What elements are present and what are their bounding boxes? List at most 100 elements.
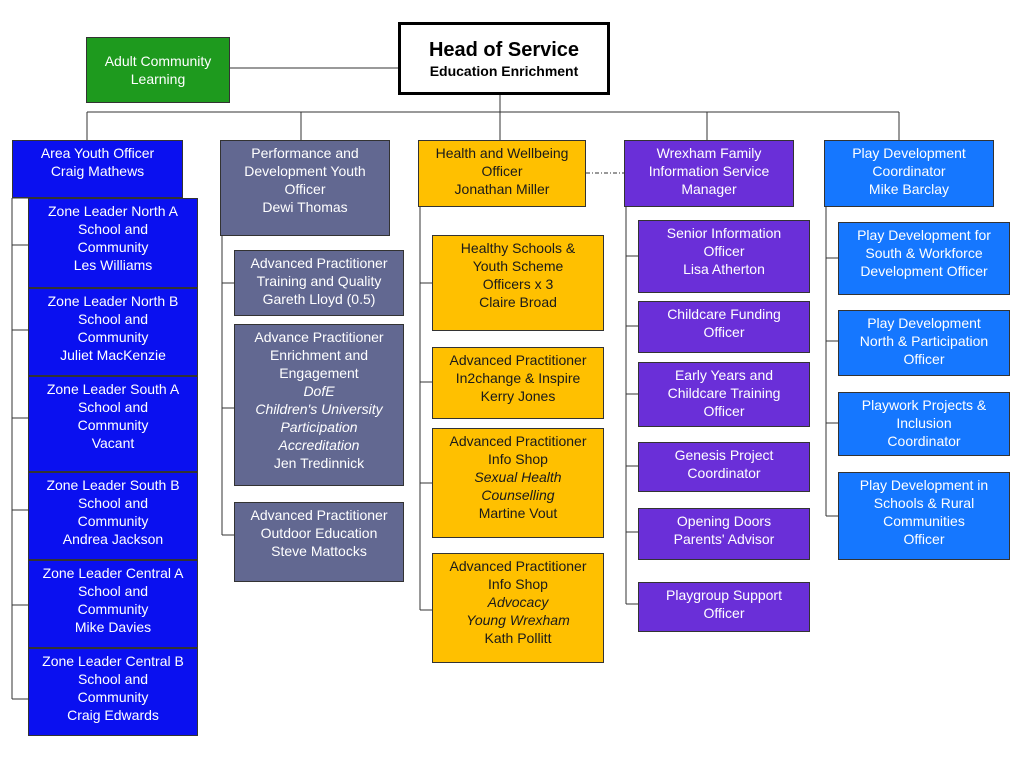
box-line: In2change & Inspire	[455, 370, 581, 386]
box-line: Vacant	[91, 435, 135, 451]
box-line: Jen Tredinnick	[273, 455, 365, 471]
box-line: Advanced Practitioner	[250, 507, 388, 523]
box-line: Enrichment and	[269, 347, 369, 363]
adult-community-learning-box: Adult Community Learning	[86, 37, 230, 103]
health-wellbeing-officer-box: Health and Wellbeing Officer Jonathan Mi…	[418, 140, 586, 207]
box-line: Play Development	[867, 315, 981, 331]
head-title: Head of Service	[428, 38, 580, 61]
box-line: Mike Barclay	[868, 181, 950, 197]
outdoor-education-practitioner-box: Advanced Practitioner Outdoor Education …	[234, 502, 404, 582]
box-line: Opening Doors	[676, 513, 772, 529]
box-line: Communities	[883, 513, 965, 529]
area-youth-officer-box: Area Youth Officer Craig Mathews	[12, 140, 183, 198]
adult-line-1: Adult Community	[104, 53, 212, 69]
box-line: Participation	[280, 419, 358, 435]
box-line: DofE	[303, 383, 335, 399]
box-line: Engagement	[279, 365, 359, 381]
box-line: Advanced Practitioner	[449, 433, 587, 449]
enrichment-engagement-practitioner-box: Advance Practitioner Enrichment and Enga…	[234, 324, 404, 486]
box-line: Playwork Projects &	[861, 397, 987, 413]
box-line: Mike Davies	[74, 619, 152, 635]
box-line: Kath Pollitt	[484, 630, 552, 646]
box-line: North & Participation	[859, 333, 989, 349]
info-shop-sexual-health-box: Advanced Practitioner Info Shop Sexual H…	[432, 428, 604, 538]
box-line: Childcare Training	[667, 385, 781, 401]
opening-doors-advisor-box: Opening Doors Parents' Advisor	[638, 508, 810, 560]
head-subtitle: Education Enrichment	[429, 62, 579, 79]
box-line: School and	[77, 495, 149, 511]
box-line: Officer	[481, 163, 523, 179]
box-line: Area Youth Officer	[40, 145, 155, 161]
box-line: Officer	[703, 403, 745, 419]
in2change-inspire-practitioner-box: Advanced Practitioner In2change & Inspir…	[432, 347, 604, 419]
box-line: School and	[77, 583, 149, 599]
box-line: Senior Information	[666, 225, 782, 241]
box-line: Genesis Project	[674, 447, 774, 463]
box-line: Officer	[284, 181, 326, 197]
senior-information-officer-box: Senior Information Officer Lisa Atherton	[638, 220, 810, 293]
box-line: Coordinator	[687, 465, 761, 481]
box-line: Officer	[703, 605, 745, 621]
family-information-manager-box: Wrexham Family Information Service Manag…	[624, 140, 794, 207]
box-line: Manager	[681, 181, 737, 197]
zone-leader-central-a-box: Zone Leader Central A School and Communi…	[28, 560, 198, 648]
play-development-north-box: Play Development North & Participation O…	[838, 310, 1010, 376]
box-line: Dewi Thomas	[262, 199, 348, 215]
box-line: Officer	[903, 351, 945, 367]
box-line: Play Development	[852, 145, 966, 161]
box-line: Steve Mattocks	[271, 543, 367, 559]
box-line: Advanced Practitioner	[250, 255, 388, 271]
box-line: Inclusion	[896, 415, 952, 431]
box-line: School and	[77, 671, 149, 687]
box-line: Coordinator	[872, 163, 946, 179]
box-line: Community	[77, 329, 149, 345]
genesis-project-coordinator-box: Genesis Project Coordinator	[638, 442, 810, 492]
box-line: Info Shop	[488, 576, 548, 592]
box-line: Les Williams	[73, 257, 153, 273]
box-line: Zone Leader North A	[48, 203, 178, 219]
box-line: Training and Quality	[256, 273, 382, 289]
box-line: Youth Scheme	[472, 258, 564, 274]
box-line: Wrexham Family	[656, 145, 762, 161]
box-line: Play Development in	[859, 477, 989, 493]
box-line: School and	[77, 311, 149, 327]
box-line: Craig Edwards	[67, 707, 159, 723]
zone-leader-north-a-box: Zone Leader North A School and Community…	[28, 198, 198, 288]
box-line: Martine Vout	[478, 505, 558, 521]
zone-leader-south-b-box: Zone Leader South B School and Community…	[28, 472, 198, 560]
box-line: School and	[77, 399, 149, 415]
box-line: Info Shop	[488, 451, 548, 467]
box-line: Community	[77, 417, 149, 433]
early-years-training-officer-box: Early Years and Childcare Training Offic…	[638, 362, 810, 427]
box-line: Zone Leader South B	[46, 477, 180, 493]
box-line: Development Youth	[244, 163, 366, 179]
box-line: Kerry Jones	[480, 388, 556, 404]
performance-development-officer-box: Performance and Development Youth Office…	[220, 140, 390, 236]
box-line: Schools & Rural	[873, 495, 975, 511]
info-shop-advocacy-box: Advanced Practitioner Info Shop Advocacy…	[432, 553, 604, 663]
box-line: Advocacy	[487, 594, 549, 610]
box-line: Community	[77, 239, 149, 255]
training-quality-practitioner-box: Advanced Practitioner Training and Quali…	[234, 250, 404, 316]
box-line: Young Wrexham	[466, 612, 570, 628]
box-line: Officers x 3	[482, 276, 554, 292]
box-line: Community	[77, 689, 149, 705]
head-of-service-box: Head of Service Education Enrichment	[398, 22, 610, 95]
playwork-projects-inclusion-box: Playwork Projects & Inclusion Coordinato…	[838, 392, 1010, 456]
box-line: Advanced Practitioner	[449, 352, 587, 368]
box-line: Zone Leader South A	[46, 381, 180, 397]
box-line: Coordinator	[887, 433, 961, 449]
box-line: Children's University	[255, 401, 383, 417]
adult-line-2: Learning	[130, 71, 186, 87]
box-line: Advanced Practitioner	[449, 558, 587, 574]
box-line: Craig Mathews	[50, 163, 145, 179]
box-line: Andrea Jackson	[62, 531, 164, 547]
box-line: Health and Wellbeing	[435, 145, 569, 161]
box-line: South & Workforce	[865, 245, 983, 261]
box-line: Sexual Health	[474, 469, 562, 485]
box-line: Claire Broad	[479, 294, 557, 310]
zone-leader-south-a-box: Zone Leader South A School and Community…	[28, 376, 198, 472]
zone-leader-central-b-box: Zone Leader Central B School and Communi…	[28, 648, 198, 736]
box-line: Playgroup Support	[666, 587, 782, 603]
